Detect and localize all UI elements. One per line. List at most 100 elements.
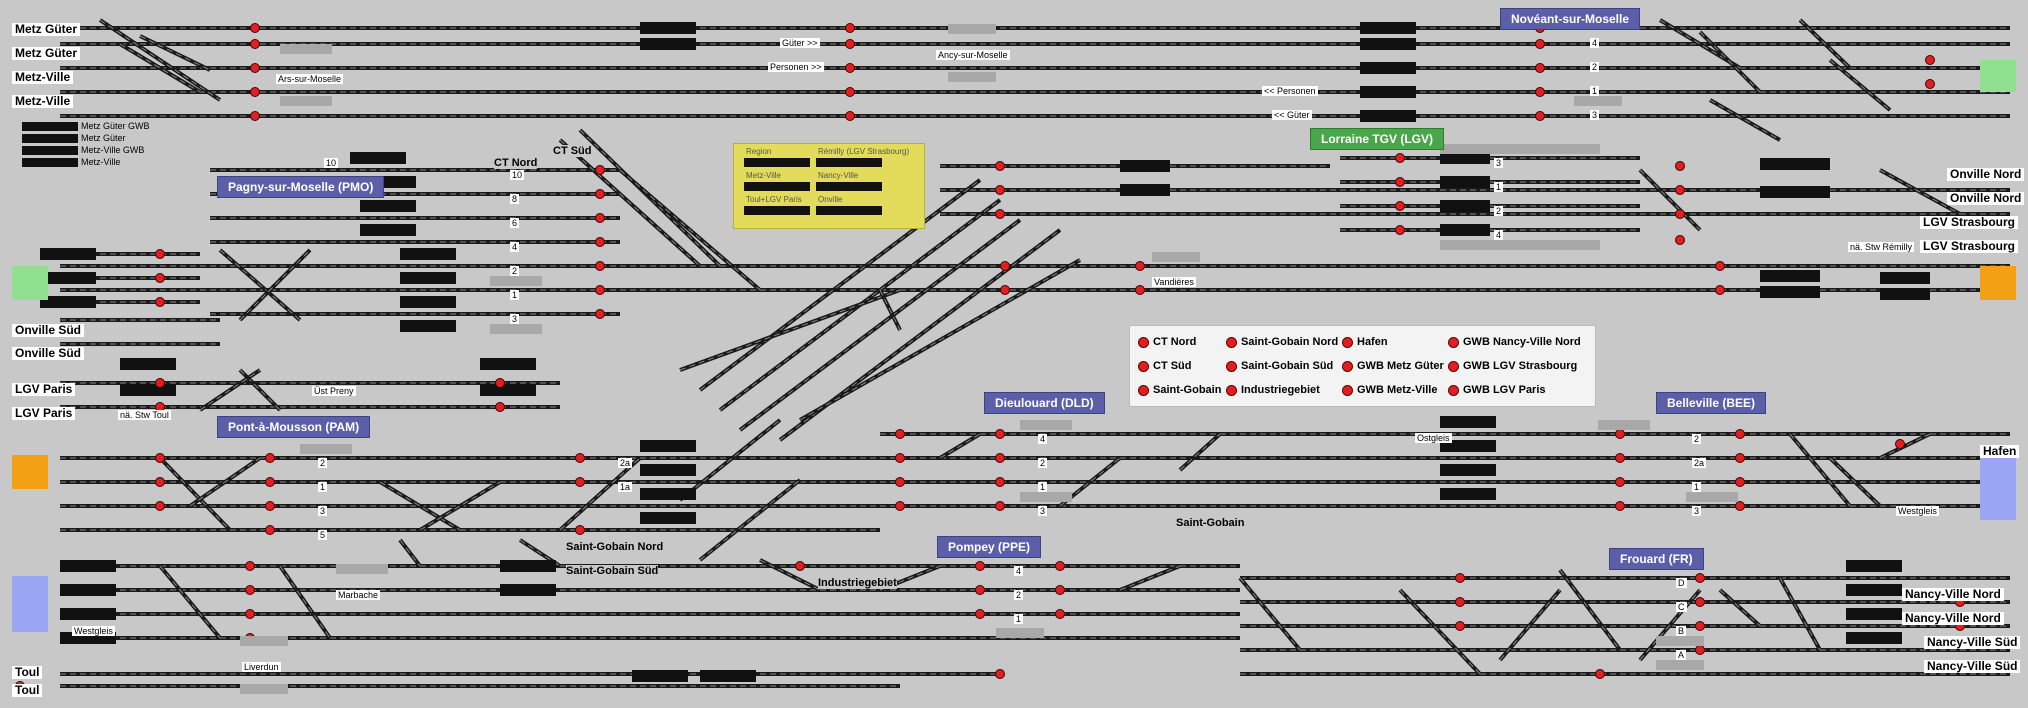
signal[interactable] (1455, 573, 1465, 583)
signal[interactable] (795, 561, 805, 571)
train-number-field[interactable] (400, 296, 456, 308)
legend-item[interactable]: GWB LGV Paris (1448, 384, 1546, 396)
signal[interactable] (995, 185, 1005, 195)
edge-indicator-left-orange[interactable] (12, 455, 48, 489)
train-number-field[interactable] (1846, 632, 1902, 644)
signal[interactable] (975, 609, 985, 619)
signal[interactable] (1675, 161, 1685, 171)
train-number-field[interactable] (60, 560, 116, 572)
signal[interactable] (595, 285, 605, 295)
signal[interactable] (845, 63, 855, 73)
signal[interactable] (845, 87, 855, 97)
train-number-field[interactable] (350, 152, 406, 164)
train-number-field[interactable] (1440, 200, 1490, 212)
signal[interactable] (595, 237, 605, 247)
signal[interactable] (1055, 561, 1065, 571)
legend-item[interactable]: GWB LGV Strasbourg (1448, 360, 1577, 372)
edge-indicator-right-orange[interactable] (1980, 266, 2016, 300)
signal[interactable] (265, 477, 275, 487)
train-number-field[interactable] (1440, 176, 1490, 188)
train-number-field[interactable] (1760, 286, 1820, 298)
train-number-field[interactable] (1760, 158, 1830, 170)
signal[interactable] (1535, 39, 1545, 49)
signal[interactable] (995, 429, 1005, 439)
signal[interactable] (250, 63, 260, 73)
signal[interactable] (1735, 501, 1745, 511)
train-number-field[interactable] (400, 320, 456, 332)
train-number-field[interactable] (700, 670, 756, 682)
panel-block[interactable] (816, 182, 882, 191)
train-number-field[interactable] (1846, 608, 1902, 620)
train-number-field[interactable] (120, 384, 176, 396)
signal[interactable] (1395, 177, 1405, 187)
train-number-field[interactable] (640, 464, 696, 476)
signal[interactable] (995, 453, 1005, 463)
panel-block[interactable] (744, 206, 810, 215)
train-number-field[interactable] (60, 584, 116, 596)
train-number-field[interactable] (1360, 62, 1416, 74)
signal[interactable] (245, 585, 255, 595)
signal[interactable] (1395, 225, 1405, 235)
signal[interactable] (155, 501, 165, 511)
signal[interactable] (1055, 609, 1065, 619)
signal[interactable] (895, 429, 905, 439)
signal[interactable] (1925, 55, 1935, 65)
signal[interactable] (155, 249, 165, 259)
signal[interactable] (1675, 235, 1685, 245)
legend-item[interactable]: Hafen (1342, 336, 1388, 348)
train-number-field[interactable] (640, 38, 696, 50)
signal[interactable] (595, 213, 605, 223)
train-number-field[interactable] (1846, 584, 1902, 596)
gwb-item[interactable]: Metz-Ville GWB (22, 145, 144, 155)
legend-item[interactable]: GWB Metz-Ville (1342, 384, 1437, 396)
station-label-bee[interactable]: Belleville (BEE) (1656, 392, 1767, 414)
signal[interactable] (1695, 573, 1705, 583)
legend-item[interactable]: CT Süd (1138, 360, 1192, 372)
signal[interactable] (1395, 201, 1405, 211)
signal[interactable] (265, 525, 275, 535)
signal[interactable] (495, 402, 505, 412)
edge-indicator-left-green[interactable] (12, 266, 48, 300)
train-number-field[interactable] (640, 488, 696, 500)
train-number-field[interactable] (400, 248, 456, 260)
station-label-lgv[interactable]: Lorraine TGV (LGV) (1310, 128, 1445, 150)
signal[interactable] (595, 165, 605, 175)
signal[interactable] (575, 477, 585, 487)
signal[interactable] (1715, 285, 1725, 295)
signal[interactable] (245, 609, 255, 619)
signal[interactable] (1135, 285, 1145, 295)
signal[interactable] (895, 453, 905, 463)
train-number-field[interactable] (480, 358, 536, 370)
signal[interactable] (845, 39, 855, 49)
signal[interactable] (575, 525, 585, 535)
train-number-field[interactable] (500, 584, 556, 596)
station-label-noveant[interactable]: Novéant-sur-Moselle (1500, 8, 1641, 30)
train-number-field[interactable] (632, 670, 688, 682)
signal[interactable] (1715, 261, 1725, 271)
signal[interactable] (265, 453, 275, 463)
signal[interactable] (995, 161, 1005, 171)
signal[interactable] (250, 87, 260, 97)
signal[interactable] (1615, 453, 1625, 463)
legend-item[interactable]: GWB Nancy-Ville Nord (1448, 336, 1581, 348)
signal[interactable] (1000, 285, 1010, 295)
train-number-field[interactable] (1360, 110, 1416, 122)
signal[interactable] (995, 209, 1005, 219)
train-number-field[interactable] (1360, 86, 1416, 98)
train-number-field[interactable] (1360, 22, 1416, 34)
signal[interactable] (245, 561, 255, 571)
train-number-field[interactable] (40, 296, 96, 308)
signal[interactable] (1615, 477, 1625, 487)
gwb-item[interactable]: Metz-Ville (22, 157, 120, 167)
signal[interactable] (595, 261, 605, 271)
train-number-field[interactable] (40, 272, 96, 284)
train-number-field[interactable] (120, 358, 176, 370)
signal[interactable] (155, 378, 165, 388)
signal[interactable] (995, 501, 1005, 511)
edge-indicator-right-green[interactable] (1980, 60, 2016, 92)
signal[interactable] (975, 585, 985, 595)
station-label-pmo[interactable]: Pagny-sur-Moselle (PMO) (217, 176, 385, 198)
train-number-field[interactable] (60, 608, 116, 620)
signal[interactable] (1535, 87, 1545, 97)
train-number-field[interactable] (400, 272, 456, 284)
